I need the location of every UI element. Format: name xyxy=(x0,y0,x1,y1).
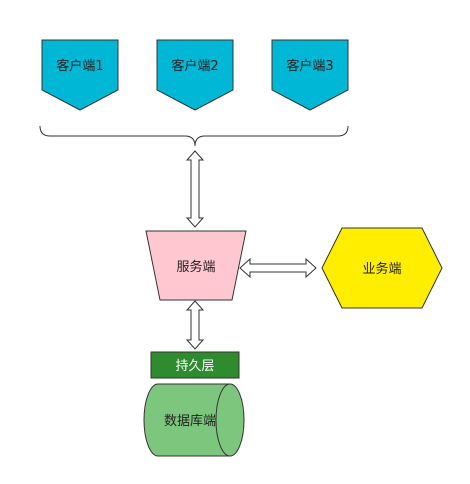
client-node-3[interactable]: 客户端3 xyxy=(271,39,349,111)
client-node-1[interactable]: 客户端1 xyxy=(41,39,119,111)
business-node[interactable]: 业务端 xyxy=(321,227,443,309)
arrow-clients-server xyxy=(185,150,205,228)
client-label-1: 客户端1 xyxy=(56,58,103,74)
server-label: 服务端 xyxy=(176,259,215,275)
arrow-server-business xyxy=(239,257,317,279)
arrow-server-persistence xyxy=(185,300,205,350)
client-group-brace xyxy=(39,125,349,147)
database-node[interactable]: 数据库端 xyxy=(143,383,245,457)
persistence-node[interactable]: 持久层 xyxy=(150,351,240,379)
persistence-label: 持久层 xyxy=(175,359,214,374)
client-label-3: 客户端3 xyxy=(286,58,333,74)
server-node[interactable]: 服务端 xyxy=(145,230,247,301)
database-label: 数据库端 xyxy=(164,413,216,429)
client-label-2: 客户端2 xyxy=(171,58,218,74)
client-node-2[interactable]: 客户端2 xyxy=(156,39,234,111)
business-label: 业务端 xyxy=(362,261,401,277)
